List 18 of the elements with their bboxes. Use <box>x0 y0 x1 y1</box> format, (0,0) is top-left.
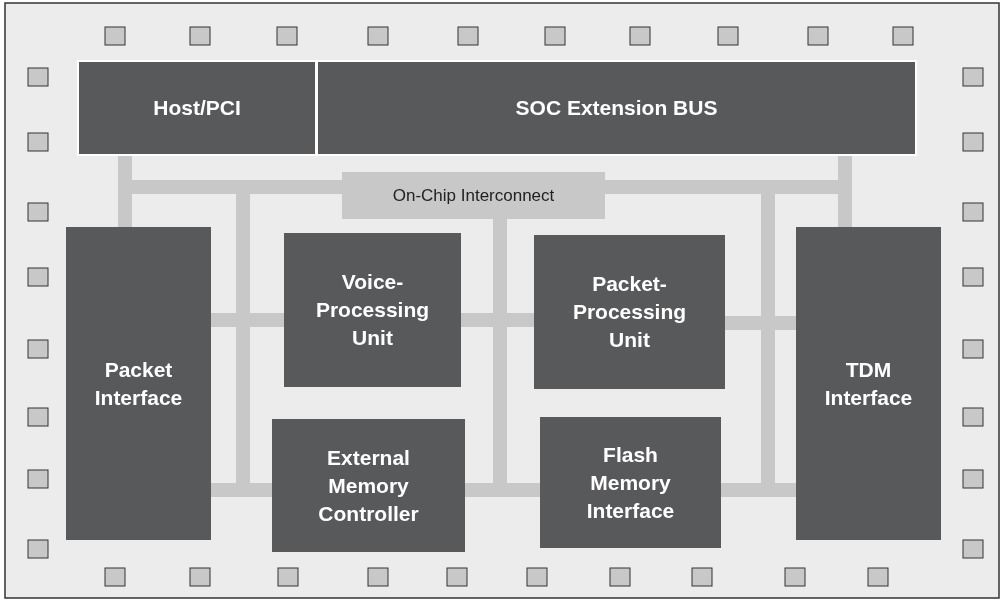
block-label: Packet-Processing Unit <box>571 271 688 353</box>
functional-block <box>66 227 211 540</box>
block-label: Host/PCI <box>153 95 241 121</box>
functional-block <box>284 233 461 387</box>
functional-block <box>534 235 725 389</box>
bus-interface-block <box>316 60 917 156</box>
functional-block <box>272 419 465 552</box>
bus-interface-block <box>77 60 317 156</box>
block-label: Voice-Processing Unit <box>314 269 431 351</box>
functional-block <box>796 227 941 540</box>
functional-block <box>540 417 721 548</box>
interconnect-label-box <box>342 172 605 219</box>
block-label: Flash Memory Interface <box>585 441 676 524</box>
block-label: SOC Extension BUS <box>515 95 718 121</box>
block-label: External Memory Controller <box>317 444 420 527</box>
block-label: Packet Interface <box>93 356 184 411</box>
block-label: On-Chip Interconnect <box>392 185 555 206</box>
block-label: TDM Interface <box>823 356 914 411</box>
